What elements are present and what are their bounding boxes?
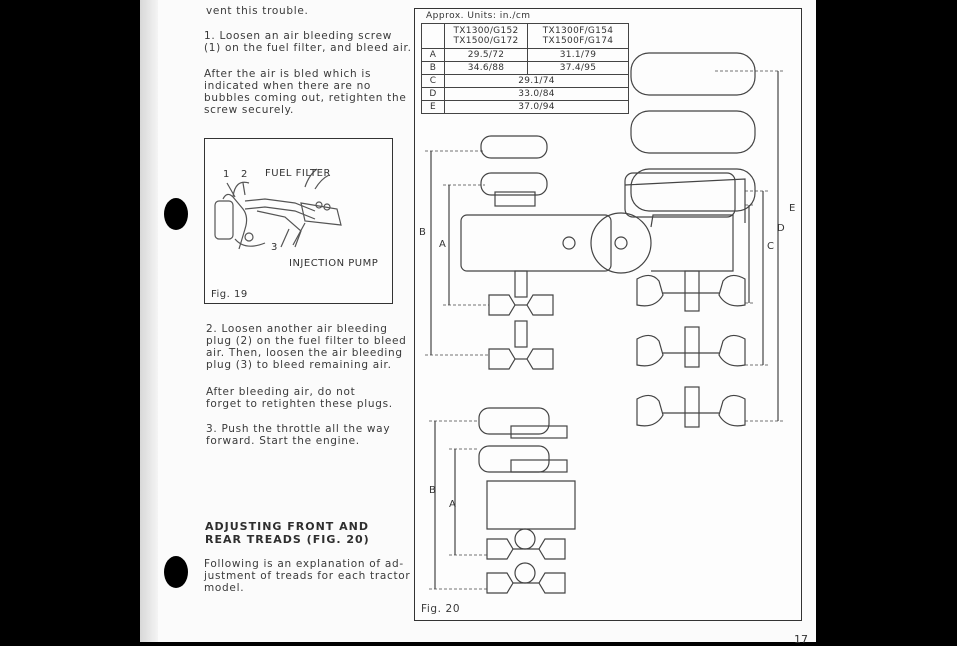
step-2-text: 2. Loosen another air bleeding plug (2) …	[206, 323, 407, 371]
page-spine	[140, 0, 158, 642]
step-1-text: 1. Loosen an air bleeding screw (1) on t…	[204, 30, 412, 54]
dimension-d-label: D	[777, 223, 785, 234]
callout-3: 3	[271, 242, 277, 253]
callout-1: 1	[223, 169, 229, 180]
figure-20-caption: Fig. 20	[421, 603, 461, 615]
section-heading: ADJUSTING FRONT AND REAR TREADS (FIG. 20…	[205, 520, 370, 546]
fuel-filter-label: FUEL FILTER	[265, 168, 331, 179]
explanation-text: Following is an explanation of ad- justm…	[204, 558, 411, 594]
dimension-c-label: C	[767, 241, 774, 252]
table-cell: 37.0/94	[444, 100, 629, 114]
binder-hole	[164, 556, 188, 588]
figure-19: 1 2 3 FUEL FILTER INJECTION PUMP Fig. 19	[204, 138, 393, 304]
dimension-b-label-lower: B	[429, 485, 436, 496]
after-bleeding-text: After bleeding air, do not forget to ret…	[206, 386, 393, 410]
injection-pump-label: INJECTION PUMP	[289, 258, 378, 269]
tread-diagram: B A E D C B A	[419, 52, 795, 594]
step-3-text: 3. Push the throttle all the way forward…	[206, 423, 391, 447]
fuel-filter-diagram: 1 2 3 FUEL FILTER INJECTION PUMP Fig. 19	[211, 168, 378, 300]
column-header-1: TX1300/G152 TX1500/G172	[444, 23, 528, 49]
after-bled-text: After the air is bled which is indicated…	[204, 68, 407, 116]
callout-2: 2	[241, 169, 247, 180]
row-label: E	[421, 100, 445, 114]
page-number: 17	[794, 633, 808, 646]
dimension-a-label-lower: A	[449, 499, 456, 510]
dimension-a-label: A	[439, 239, 446, 250]
dimension-b-label: B	[419, 227, 426, 238]
units-title: Approx. Units: in./cm	[426, 11, 531, 21]
binder-hole	[164, 198, 188, 230]
figure-19-caption: Fig. 19	[211, 289, 248, 300]
manual-page: vent this trouble. 1. Loosen an air blee…	[140, 0, 816, 646]
figure-20: Approx. Units: in./cm TX1300/G152 TX1500…	[414, 8, 802, 621]
intro-text: vent this trouble.	[206, 5, 309, 17]
dimension-e-label: E	[789, 203, 795, 214]
tread-table: TX1300/G152 TX1500/G172 TX1300F/G154 TX1…	[421, 23, 629, 114]
